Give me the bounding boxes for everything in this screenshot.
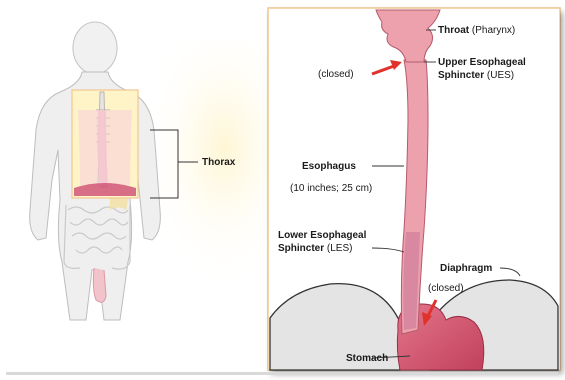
les-label: Lower Esophageal Sphincter (LES): [278, 229, 366, 255]
stomach-label: Stomach: [346, 352, 388, 365]
esophagus-size-label: (10 inches; 25 cm): [290, 182, 372, 195]
thorax-label: Thorax: [202, 156, 235, 169]
ues-closed-label: (closed): [318, 68, 354, 81]
bottom-bar: [6, 372, 558, 375]
esophagus-label: Esophagus: [302, 160, 356, 173]
throat-label: Throat (Pharynx): [438, 24, 515, 37]
thorax-inset: [72, 90, 138, 198]
les-closed-label: (closed): [428, 282, 464, 295]
colon-pink: [93, 268, 106, 302]
head: [73, 22, 117, 74]
diaphragm-label: Diaphragm: [440, 262, 492, 275]
ues-label: Upper Esophageal Sphincter (UES): [438, 56, 526, 82]
body-silhouette: [30, 22, 280, 320]
